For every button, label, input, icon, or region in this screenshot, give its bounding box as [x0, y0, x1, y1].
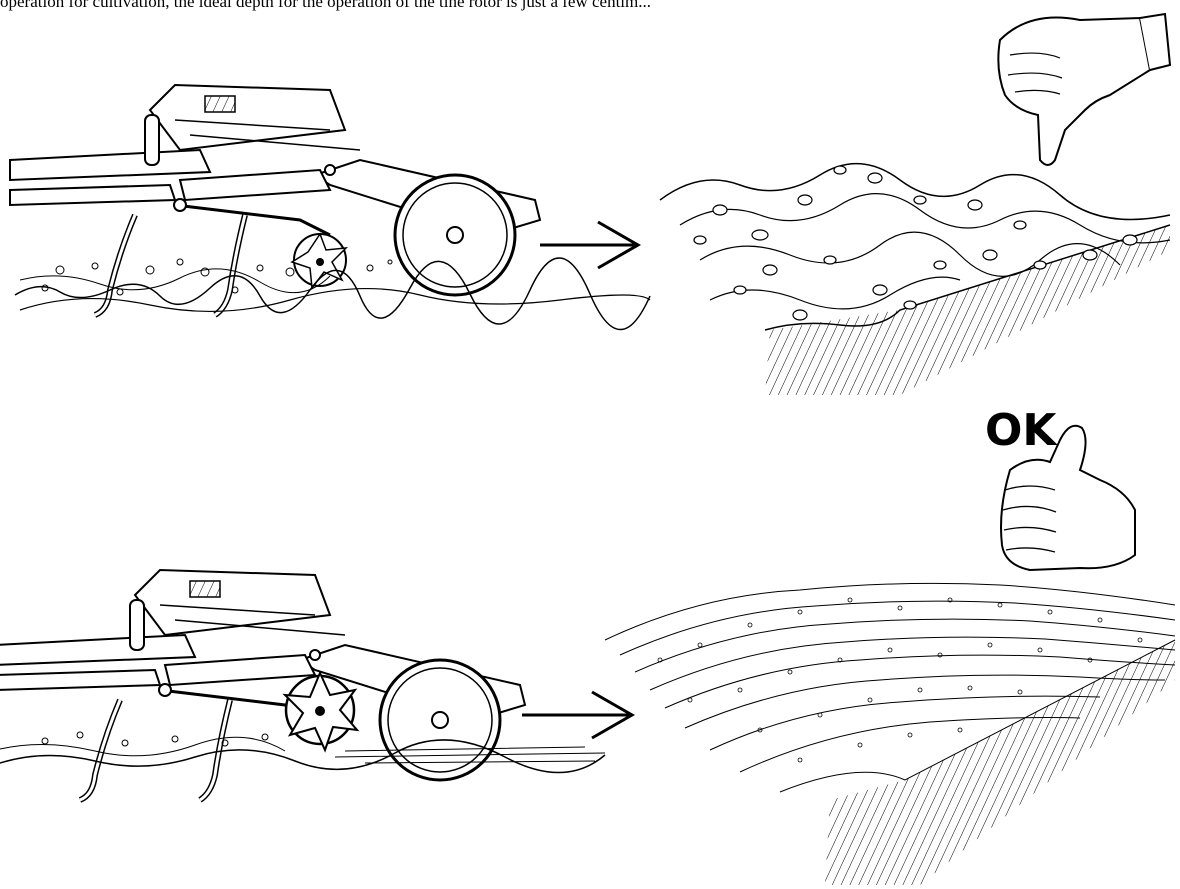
ok-label: OK	[985, 405, 1058, 456]
bottom-soil-result	[605, 583, 1175, 885]
thumbs-down-icon	[998, 14, 1170, 165]
top-soil-result	[660, 164, 1170, 395]
bottom-machine	[0, 570, 605, 800]
bottom-arrow	[522, 692, 632, 738]
bottom-tine-rotor	[285, 673, 357, 750]
top-arrow	[540, 222, 638, 268]
top-machine	[10, 85, 650, 330]
